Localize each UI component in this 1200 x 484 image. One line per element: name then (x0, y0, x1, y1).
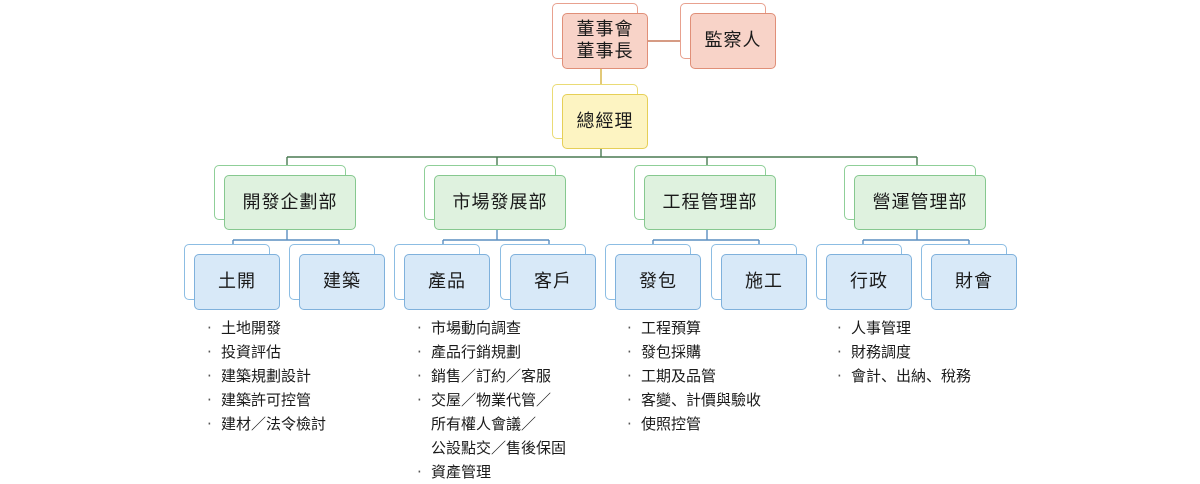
list-item: 產品行銷規劃 (417, 340, 566, 364)
department-node: 工程管理部 (634, 165, 776, 230)
list-item: 工期及品管 (627, 364, 761, 388)
unit-node: 產品 (394, 244, 490, 310)
supervisor-node: 監察人 (680, 3, 776, 69)
list-item: 資產管理 (417, 460, 566, 484)
list-item: 人事管理 (837, 316, 971, 340)
unit-node: 行政 (816, 244, 912, 310)
general-manager-label: 總經理 (576, 110, 634, 132)
unit-node: 建築 (289, 244, 385, 310)
duty-list-development: 土地開發 投資評估 建築規劃設計 建築許可控管 建材／法令檢討 (207, 316, 326, 436)
list-item: 建築規劃設計 (207, 364, 326, 388)
list-item: 使照控管 (627, 412, 761, 436)
unit-label: 發包 (639, 271, 677, 292)
chairman-label: 董事長 (576, 41, 634, 62)
department-label: 營運管理部 (872, 191, 968, 213)
department-label: 市場發展部 (452, 191, 548, 213)
unit-node: 施工 (711, 244, 807, 310)
unit-label: 施工 (745, 271, 783, 292)
supervisor-label: 監察人 (704, 30, 762, 51)
unit-label: 行政 (850, 271, 888, 292)
list-item: 投資評估 (207, 340, 326, 364)
list-item: 工程預算 (627, 316, 761, 340)
list-item: 財務調度 (837, 340, 971, 364)
unit-node: 財會 (921, 244, 1017, 310)
unit-label: 建築 (323, 271, 361, 292)
duty-list-marketing: 市場動向調查 產品行銷規劃 銷售／訂約／客服 交屋／物業代管／ 所有權人會議／ … (417, 316, 566, 484)
unit-node: 發包 (605, 244, 701, 310)
unit-label: 財會 (955, 271, 993, 292)
list-item: 建材／法令檢討 (207, 412, 326, 436)
board-node: 董事會 董事長 (552, 3, 648, 69)
list-item: 發包採購 (627, 340, 761, 364)
unit-node: 土開 (184, 244, 280, 310)
list-item: 市場動向調查 (417, 316, 566, 340)
board-label: 董事會 (576, 19, 634, 40)
list-item-line: 交屋／物業代管／ (431, 391, 552, 409)
list-item: 土地開發 (207, 316, 326, 340)
list-item: 建築許可控管 (207, 388, 326, 412)
unit-label: 土開 (218, 271, 256, 292)
department-node: 營運管理部 (844, 165, 986, 230)
general-manager-node: 總經理 (552, 84, 648, 149)
unit-label: 產品 (428, 271, 466, 292)
list-item-line: 公設點交／售後保固 (431, 439, 567, 457)
list-item: 客變、計價與驗收 (627, 388, 761, 412)
duty-list-engineering: 工程預算 發包採購 工期及品管 客變、計價與驗收 使照控管 (627, 316, 761, 436)
list-item: 會計、出納、稅務 (837, 364, 971, 388)
unit-node: 客戶 (500, 244, 596, 310)
department-node: 開發企劃部 (214, 165, 356, 230)
department-label: 工程管理部 (662, 191, 758, 213)
list-item: 銷售／訂約／客服 (417, 364, 566, 388)
list-item-line: 所有權人會議／ (431, 415, 537, 433)
unit-label: 客戶 (534, 271, 572, 292)
department-label: 開發企劃部 (242, 191, 338, 213)
list-item: 交屋／物業代管／ 所有權人會議／ 公設點交／售後保固 (417, 388, 566, 460)
duty-list-operations: 人事管理 財務調度 會計、出納、稅務 (837, 316, 971, 388)
department-node: 市場發展部 (424, 165, 566, 230)
